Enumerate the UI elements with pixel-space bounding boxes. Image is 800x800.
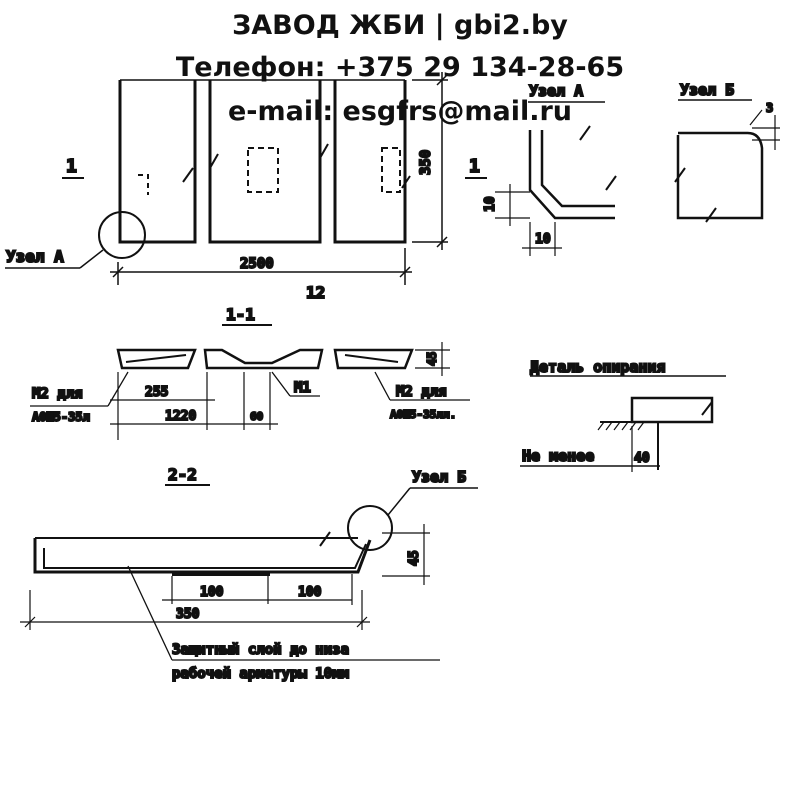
- node-a-title: Узел А: [529, 82, 583, 100]
- section-1-1-label: 1-1: [226, 305, 255, 324]
- node-b-detail: [674, 99, 780, 223]
- dim-255: 255: [145, 385, 168, 400]
- dim-45-section-2: 45: [407, 550, 422, 566]
- dim-3: 3: [766, 101, 773, 115]
- support-detail: [520, 375, 726, 472]
- section-1-1: [30, 324, 470, 440]
- section-2-2: [20, 484, 478, 661]
- node-a-detail: [495, 101, 617, 256]
- header-email: e-mail: esgfrs@mail.ru: [227, 96, 573, 127]
- m2-left-line1: М2 для: [32, 386, 83, 402]
- dim-100-right: 100: [298, 585, 322, 600]
- node-a-label: Узел А: [6, 247, 64, 266]
- m2-left-line2: А0Ш5-35л: [32, 410, 90, 424]
- m2-right-line1: М2 для: [396, 384, 447, 400]
- dim-1220: 1220: [165, 409, 196, 424]
- dim-40: 40: [634, 451, 650, 466]
- dim-60: 60: [250, 410, 263, 423]
- dim-100-left: 100: [200, 585, 224, 600]
- section-2-2-label: 2-2: [168, 465, 197, 484]
- node-b-leader-label: Узел Б: [412, 468, 466, 486]
- header-title: ЗАВОД ЖБИ | gbi2.by: [232, 10, 568, 41]
- m1-label: М1: [294, 380, 311, 396]
- dim-10-vertical: 10: [483, 196, 498, 212]
- protective-layer-line2: рабочей арматуры 10мм: [172, 666, 349, 682]
- header-phone: Телефон: +375 29 134-28-65: [175, 52, 625, 83]
- dim-45-section: 45: [425, 352, 439, 366]
- protective-layer-line1: Защитный слой до низа: [172, 642, 349, 658]
- dim-350-section: 350: [176, 607, 200, 622]
- node-b-title: Узел Б: [680, 81, 734, 99]
- m2-right-line2: А0Ш5-35лл.: [390, 408, 456, 421]
- dim-12: 12: [306, 283, 325, 302]
- dim-350-plan: 350: [418, 150, 434, 175]
- dim-2500: 2500: [240, 256, 274, 272]
- support-detail-title: Деталь опирания: [530, 358, 665, 376]
- not-less-label: Не менее: [522, 447, 594, 465]
- dim-10-horizontal: 10: [535, 232, 551, 247]
- plan-view: [5, 72, 487, 285]
- section-mark-1-left: 1: [66, 156, 77, 177]
- section-mark-1-right: 1: [469, 156, 480, 177]
